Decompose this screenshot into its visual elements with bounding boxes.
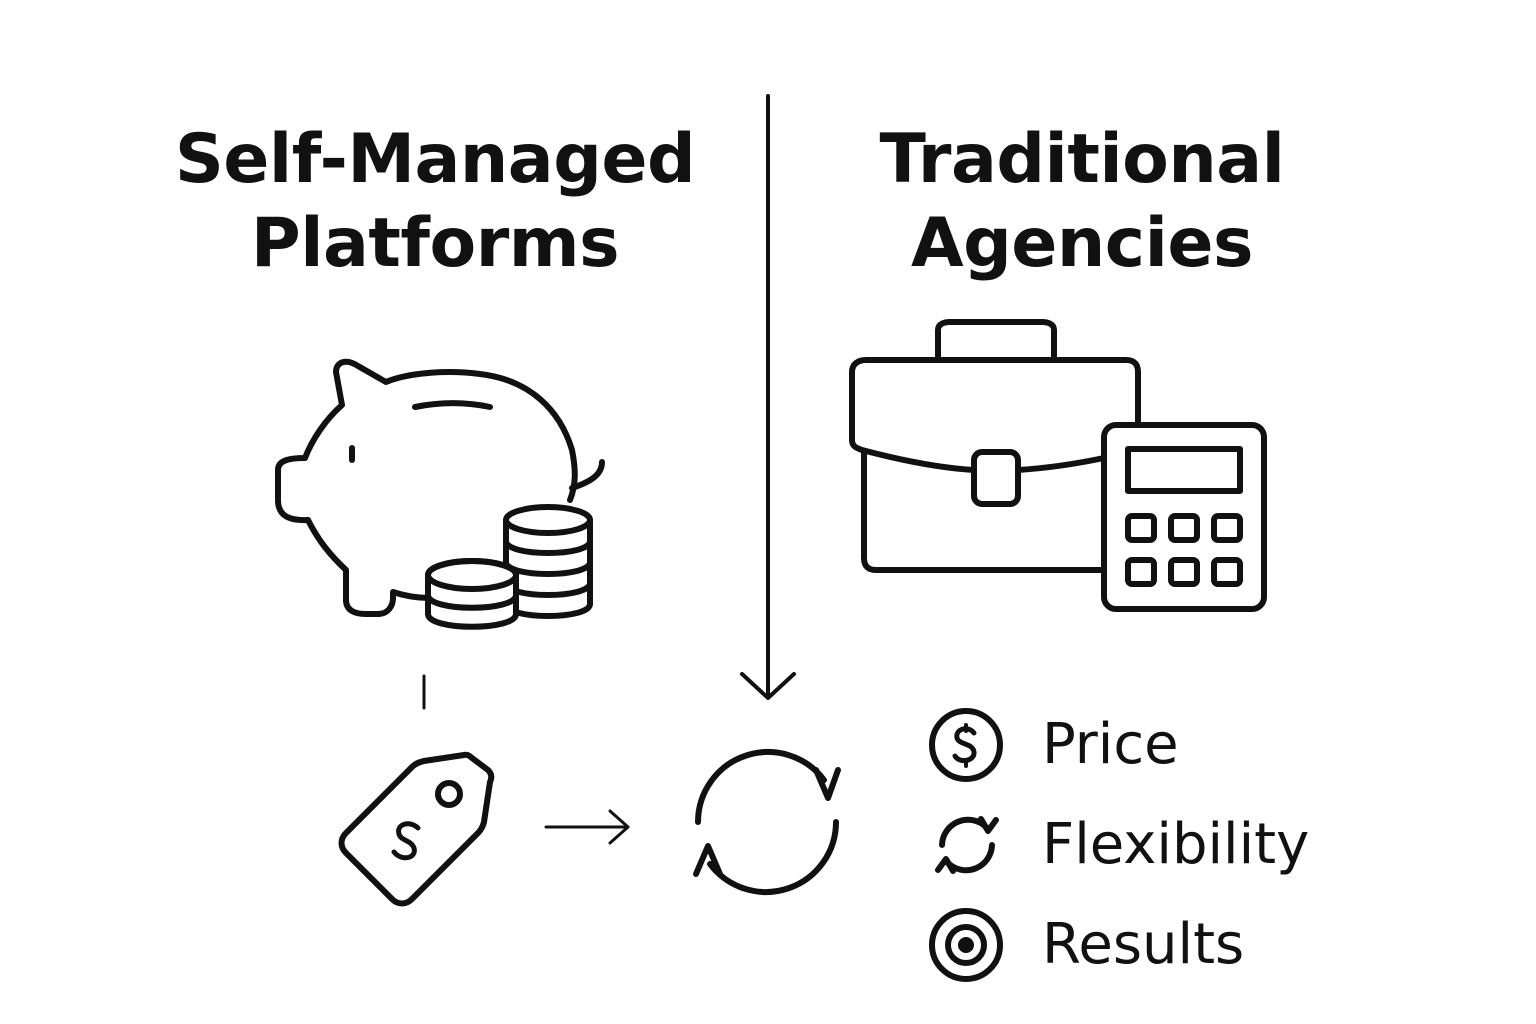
- legend-label-flexibility: Flexibility: [1042, 812, 1310, 877]
- right-title-line-2: Agencies: [910, 204, 1254, 283]
- legend-item-price: Price: [926, 705, 1406, 785]
- price-tag-icon: [338, 751, 495, 907]
- legend-label-price: Price: [1042, 712, 1179, 777]
- left-title-line-2: Platforms: [250, 204, 620, 283]
- briefcase-with-calculator-icon: [849, 319, 1267, 612]
- legend-item-flexibility: Flexibility: [926, 805, 1406, 885]
- legend-label-results: Results: [1042, 912, 1245, 977]
- left-title-line-1: Self-Managed: [174, 120, 696, 199]
- right-title-line-1: Traditional: [879, 120, 1285, 199]
- arrow-right-icon: [544, 809, 630, 845]
- self-managed-platforms-title: Self-Managed Platforms: [115, 118, 755, 286]
- piggy-bank-with-coins-icon: [275, 358, 605, 630]
- refresh-icon: [935, 816, 999, 874]
- dollar-circle-icon: [929, 708, 1003, 782]
- target-icon: [929, 908, 1003, 982]
- traditional-agencies-title: Traditional Agencies: [762, 118, 1402, 286]
- legend-item-results: Results: [926, 905, 1406, 985]
- refresh-cycle-icon: [693, 749, 841, 895]
- connector-line: [422, 674, 426, 710]
